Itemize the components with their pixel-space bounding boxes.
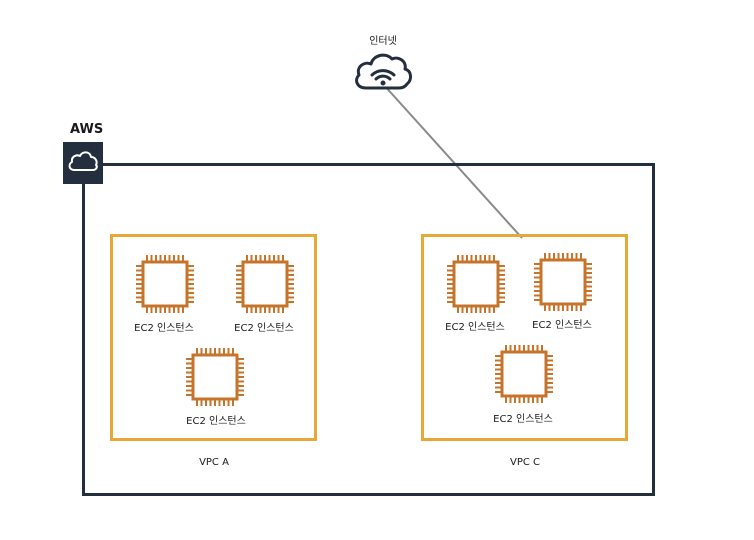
ec2-instance-label: EC2 인스턴스 — [493, 414, 553, 425]
vpc-a-label: VPC A — [199, 457, 229, 468]
ec2-chip-icon — [186, 348, 244, 406]
cloud-icon — [68, 151, 98, 171]
ec2-instance-label: EC2 인스턴스 — [234, 323, 294, 334]
ec2-chip-icon — [534, 253, 592, 311]
vpc-c-box — [421, 234, 628, 441]
vpc-a-box — [110, 234, 317, 441]
ec2-chip-icon — [447, 255, 505, 313]
internet-label: 인터넷 — [369, 36, 397, 47]
ec2-instance-label: EC2 인스턴스 — [445, 322, 505, 333]
vpc-c-label: VPC C — [509, 457, 541, 468]
ec2-instance-label: EC2 인스턴스 — [532, 320, 592, 331]
ec2-chip-icon — [136, 255, 194, 313]
ec2-chip-icon — [495, 345, 553, 403]
ec2-instance-label: EC2 인스턴스 — [186, 416, 246, 427]
ec2-instance-label: EC2 인스턴스 — [134, 323, 194, 334]
ec2-chip-icon — [236, 255, 294, 313]
cloud-wifi-icon — [355, 53, 412, 90]
aws-label: AWS — [70, 122, 104, 137]
aws-cloud-group — [82, 163, 655, 496]
aws-badge — [63, 142, 103, 184]
